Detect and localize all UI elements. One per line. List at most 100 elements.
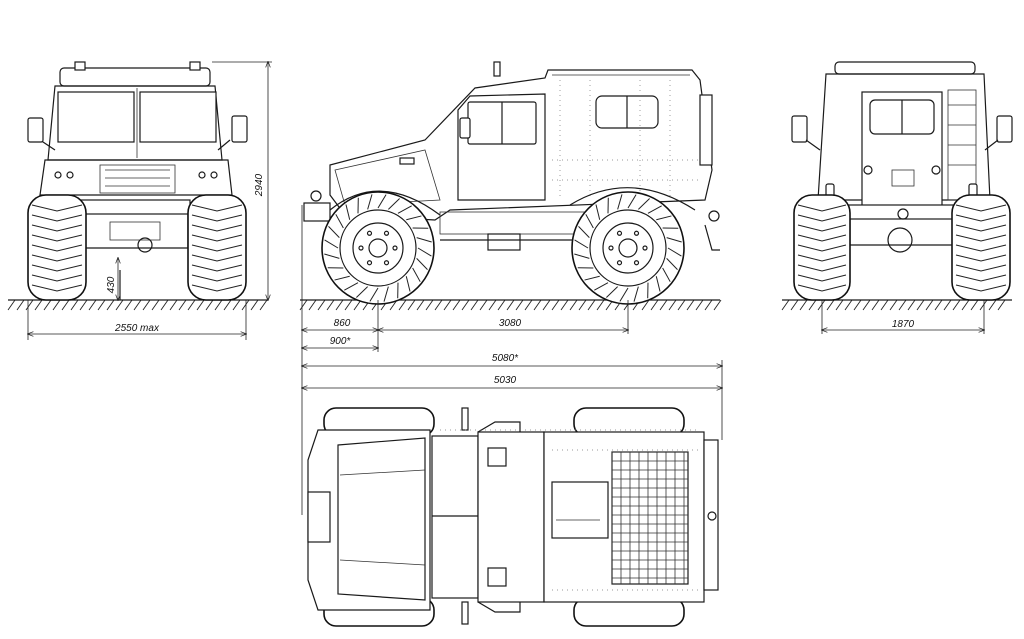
ground-hatch-line xyxy=(106,299,115,311)
tire-lug xyxy=(328,226,340,238)
ground-hatch-line xyxy=(160,299,169,311)
ground-hatch-line xyxy=(862,299,871,311)
tire-tread xyxy=(955,204,1007,212)
tire-lug xyxy=(383,286,389,302)
ground-hatch-line xyxy=(452,299,461,311)
dim-total-length: 5030 xyxy=(494,375,517,386)
tire-lug xyxy=(344,282,359,291)
ground-hatch-line xyxy=(650,299,659,311)
ground-hatch-line xyxy=(196,299,205,311)
ground-hatch-line xyxy=(988,299,997,311)
dim-wheelbase: 3080 xyxy=(499,318,522,329)
tire-lug xyxy=(574,253,590,259)
ground-hatch-line xyxy=(542,299,551,311)
tire-lug xyxy=(335,214,344,229)
tire-lug xyxy=(417,247,432,257)
ground-hatch-line xyxy=(835,299,844,311)
tire-lug xyxy=(377,194,387,209)
dim-front-overhang-alt: 900* xyxy=(330,336,352,347)
tire-tread xyxy=(31,254,83,262)
ground-hatch-line xyxy=(970,299,979,311)
tire-lug xyxy=(397,205,412,214)
ground-hatch-line xyxy=(169,299,178,311)
ground-hatch-line xyxy=(461,299,470,311)
tire-lug xyxy=(647,205,662,214)
tire-lug xyxy=(406,215,422,221)
ground-hatch-line xyxy=(488,299,497,311)
tire-tread xyxy=(191,274,243,282)
ground-hatch-rear xyxy=(781,299,1006,311)
tire-lug xyxy=(324,253,340,259)
ground-hatch-line xyxy=(997,299,1006,311)
ground-hatch-line xyxy=(925,299,934,311)
ground-hatch-line xyxy=(497,299,506,311)
wheel-bolt xyxy=(633,230,640,236)
ground-hatch-line xyxy=(434,299,443,311)
tire-tread xyxy=(31,274,83,282)
ground-hatch-line xyxy=(961,299,970,311)
tire-lug xyxy=(606,286,618,298)
ground-hatch-line xyxy=(25,299,34,311)
ground-hatch-line xyxy=(425,299,434,311)
roof-rack-grid xyxy=(611,451,688,584)
tire-lug xyxy=(324,239,339,249)
ground-hatch-line xyxy=(898,299,907,311)
tire-tread xyxy=(955,264,1007,272)
tire-tread xyxy=(31,204,83,212)
wheel-bolt xyxy=(392,245,398,251)
tire-tread xyxy=(31,234,83,242)
ground-hatch-line xyxy=(250,299,259,311)
ground-hatch-line xyxy=(578,299,587,311)
ground-hatch-line xyxy=(686,299,695,311)
ground-hatch-line xyxy=(187,299,196,311)
ground-hatch-line xyxy=(934,299,943,311)
ground-hatch-line xyxy=(223,299,232,311)
ground-hatch-line xyxy=(952,299,961,311)
tire-lug xyxy=(584,275,600,281)
ground-hatch-line xyxy=(398,299,407,311)
ground-hatch-line xyxy=(97,299,106,311)
tire-tread xyxy=(797,274,847,282)
ground-hatch-line xyxy=(79,299,88,311)
tire-tread xyxy=(955,244,1007,252)
tire-tread xyxy=(31,264,83,272)
ground-hatch-line xyxy=(326,299,335,311)
tire-lug xyxy=(619,287,629,302)
ground-hatch-line xyxy=(52,299,61,311)
wheel-bolt xyxy=(633,260,640,266)
ground-hatch-line xyxy=(70,299,79,311)
tire-lug xyxy=(666,258,678,270)
ground-hatch-line xyxy=(61,299,70,311)
ground-hatch-line xyxy=(133,299,142,311)
ground-hatch-line xyxy=(826,299,835,311)
ground-hatch-line xyxy=(7,299,16,311)
ground-hatch-line xyxy=(713,299,722,311)
tire-tread xyxy=(955,254,1007,262)
ground-hatch-line xyxy=(344,299,353,311)
ground-hatch-line xyxy=(178,299,187,311)
tire-tread xyxy=(31,224,83,232)
ground-hatch-line xyxy=(799,299,808,311)
ground-hatch-line xyxy=(587,299,596,311)
dim-front-width: 2550 max xyxy=(114,323,160,334)
tire-tread xyxy=(955,274,1007,282)
dim-front-overhang: 860 xyxy=(334,318,351,329)
ground-hatch-line xyxy=(214,299,223,311)
top-view: 5080* 5030 xyxy=(302,352,722,627)
ground-hatch-line xyxy=(43,299,52,311)
ground-hatch-line xyxy=(524,299,533,311)
ground-hatch-line xyxy=(781,299,790,311)
tire-lug xyxy=(334,275,350,281)
tire-tread xyxy=(797,224,847,232)
wheel-bolt xyxy=(608,245,614,251)
ground-hatch-line xyxy=(515,299,524,311)
ground-hatch-side xyxy=(299,299,722,311)
wheel-bolt xyxy=(383,260,390,266)
tire-lug xyxy=(416,237,432,243)
tire-lug xyxy=(578,226,590,238)
ground-hatch-line xyxy=(889,299,898,311)
tire-tread xyxy=(191,234,243,242)
ground-hatch-line xyxy=(668,299,677,311)
ground-hatch-line xyxy=(115,299,124,311)
